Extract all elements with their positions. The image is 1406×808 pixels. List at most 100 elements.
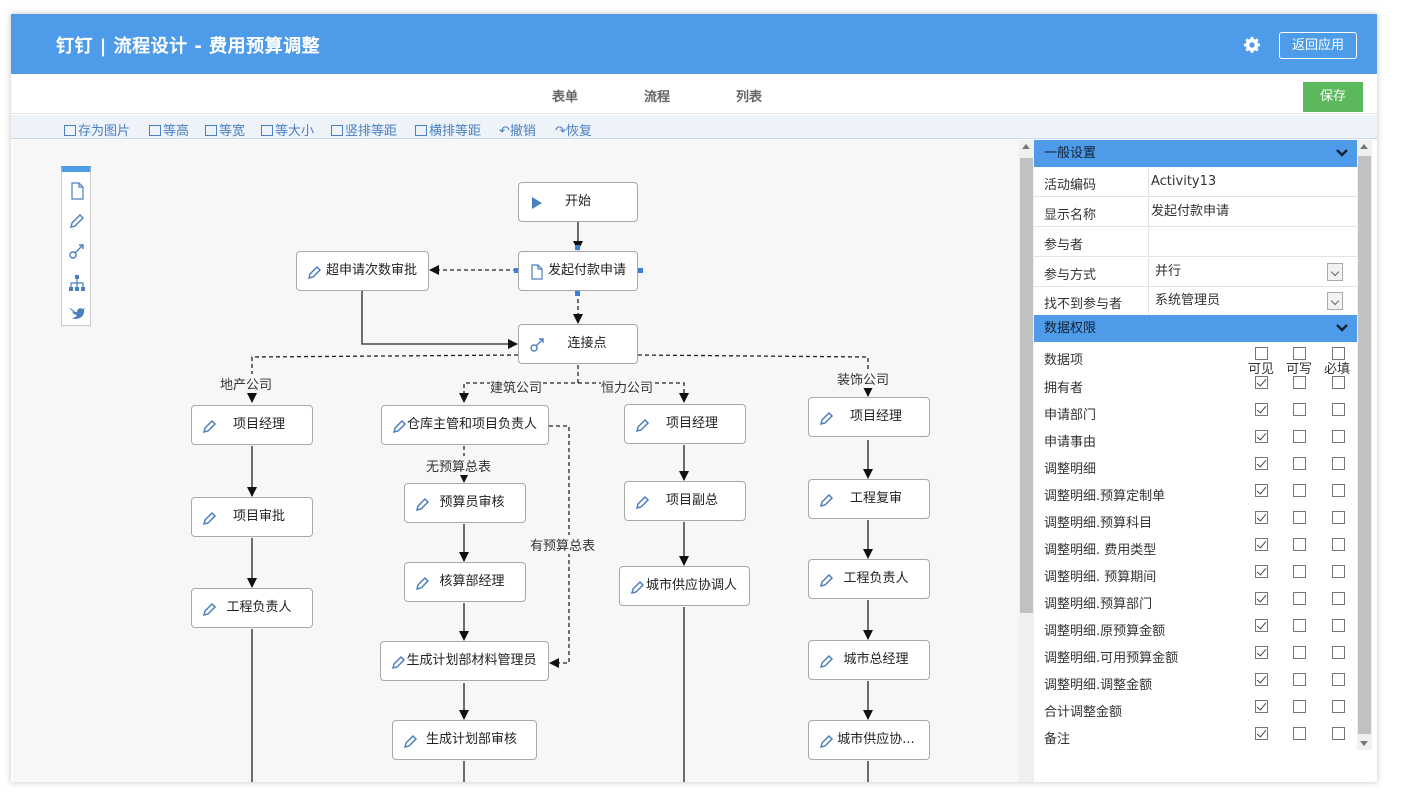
required-checkbox[interactable] — [1332, 430, 1345, 443]
writable-checkbox[interactable] — [1293, 592, 1306, 605]
visible-checkbox[interactable] — [1255, 646, 1268, 659]
flow-node-planning-review[interactable]: 生成计划部审核 — [392, 720, 537, 760]
writable-checkbox[interactable] — [1293, 484, 1306, 497]
writable-checkbox[interactable] — [1293, 727, 1306, 740]
visible-checkbox[interactable] — [1255, 565, 1268, 578]
undo-tool[interactable]: ↶撤销 — [499, 124, 536, 139]
visible-checkbox[interactable] — [1255, 673, 1268, 686]
visible-checkbox[interactable] — [1255, 457, 1268, 470]
save-button[interactable]: 保存 — [1303, 82, 1363, 112]
same-width-tool[interactable]: 等宽 — [205, 120, 245, 139]
document-icon[interactable] — [68, 182, 86, 200]
section-data-permissions-header[interactable]: 数据权限 — [1034, 315, 1357, 342]
scroll-up-icon[interactable] — [1022, 144, 1030, 149]
participant-field[interactable] — [1148, 228, 1357, 256]
select-all-write-checkbox[interactable] — [1293, 347, 1306, 360]
writable-checkbox[interactable] — [1293, 700, 1306, 713]
flow-node-project-vp[interactable]: 项目副总 — [624, 481, 746, 521]
activity-code-field[interactable]: Activity13 — [1148, 168, 1357, 196]
writable-checkbox[interactable] — [1293, 619, 1306, 632]
writable-checkbox[interactable] — [1293, 673, 1306, 686]
save-image-tool[interactable]: 存为图片 — [64, 120, 130, 139]
required-checkbox[interactable] — [1332, 727, 1345, 740]
panel-scrollbar[interactable] — [1357, 140, 1372, 750]
visible-checkbox[interactable] — [1255, 592, 1268, 605]
visible-checkbox[interactable] — [1255, 700, 1268, 713]
flow-node-budget-review[interactable]: 预算员审核 — [404, 483, 526, 523]
redo-tool[interactable]: ↷恢复 — [555, 124, 592, 139]
tab-form[interactable]: 表单 — [552, 90, 579, 105]
writable-checkbox[interactable] — [1293, 376, 1306, 389]
flow-node-project-manager-4[interactable]: 项目经理 — [808, 397, 930, 437]
display-name-field[interactable]: 发起付款申请 — [1148, 198, 1357, 226]
flow-node-planning-material-admin[interactable]: 生成计划部材料管理员 — [380, 641, 549, 681]
required-checkbox[interactable] — [1332, 673, 1345, 686]
dropdown-arrow-icon[interactable] — [1327, 292, 1343, 310]
gear-icon[interactable] — [1243, 36, 1261, 54]
flow-node-engineering-lead-1[interactable]: 工程负责人 — [191, 588, 313, 628]
canvas-scrollbar[interactable] — [1019, 140, 1034, 782]
required-checkbox[interactable] — [1332, 484, 1345, 497]
required-checkbox[interactable] — [1332, 376, 1345, 389]
connector-icon[interactable] — [68, 242, 86, 260]
tab-flow[interactable]: 流程 — [644, 90, 671, 105]
pencil-icon[interactable] — [68, 212, 86, 230]
select-all-required-checkbox[interactable] — [1332, 347, 1345, 360]
writable-checkbox[interactable] — [1293, 538, 1306, 551]
writable-checkbox[interactable] — [1293, 403, 1306, 416]
tab-list[interactable]: 列表 — [736, 90, 763, 105]
dropdown-arrow-icon[interactable] — [1327, 263, 1343, 281]
fallback-participant-select[interactable]: 系统管理员 — [1148, 287, 1357, 315]
visible-checkbox[interactable] — [1255, 484, 1268, 497]
visible-checkbox[interactable] — [1255, 430, 1268, 443]
flow-node-over-count[interactable]: 超申请次数审批 — [296, 251, 429, 291]
org-chart-icon[interactable] — [68, 274, 86, 292]
required-checkbox[interactable] — [1332, 700, 1345, 713]
visible-checkbox[interactable] — [1255, 727, 1268, 740]
visible-checkbox[interactable] — [1255, 403, 1268, 416]
flow-node-warehouse-supervisor[interactable]: 仓库主管和项目负责人 — [381, 405, 549, 445]
flow-node-engineering-lead-4[interactable]: 工程负责人 — [808, 559, 930, 599]
writable-checkbox[interactable] — [1293, 511, 1306, 524]
scroll-down-icon[interactable] — [1360, 741, 1368, 746]
section-general-header[interactable]: 一般设置 — [1034, 140, 1357, 167]
required-checkbox[interactable] — [1332, 646, 1345, 659]
visible-checkbox[interactable] — [1255, 511, 1268, 524]
flow-node-project-manager-1[interactable]: 项目经理 — [191, 405, 313, 445]
vertical-spacing-tool[interactable]: 竖排等距 — [331, 120, 397, 139]
required-checkbox[interactable] — [1332, 538, 1345, 551]
flow-node-start[interactable]: 开始 — [518, 182, 638, 222]
flow-canvas[interactable]: 开始 发起付款申请 超申请次数审批 连接点 地产公司 建筑公司 恒力公司 装饰公… — [13, 140, 1019, 782]
required-checkbox[interactable] — [1332, 619, 1345, 632]
visible-checkbox[interactable] — [1255, 538, 1268, 551]
flow-node-city-supply-coordinator[interactable]: 城市供应协调人 — [619, 566, 750, 606]
panel-scroll-thumb[interactable] — [1358, 156, 1371, 734]
flow-node-city-gm[interactable]: 城市总经理 — [808, 640, 930, 680]
scroll-up-icon[interactable] — [1360, 144, 1368, 149]
flow-node-junction[interactable]: 连接点 — [518, 324, 638, 364]
back-to-app-button[interactable]: 返回应用 — [1279, 32, 1357, 59]
required-checkbox[interactable] — [1332, 457, 1345, 470]
writable-checkbox[interactable] — [1293, 430, 1306, 443]
participation-mode-select[interactable]: 并行 — [1148, 258, 1357, 286]
required-checkbox[interactable] — [1332, 565, 1345, 578]
writable-checkbox[interactable] — [1293, 646, 1306, 659]
same-height-tool[interactable]: 等高 — [149, 120, 189, 139]
horizontal-spacing-tool[interactable]: 横排等距 — [415, 120, 481, 139]
visible-checkbox[interactable] — [1255, 376, 1268, 389]
writable-checkbox[interactable] — [1293, 457, 1306, 470]
visible-checkbox[interactable] — [1255, 619, 1268, 632]
flow-node-accounting-manager[interactable]: 核算部经理 — [404, 562, 526, 602]
flow-node-project-approval[interactable]: 项目审批 — [191, 497, 313, 537]
flow-node-project-manager-3[interactable]: 项目经理 — [624, 404, 746, 444]
required-checkbox[interactable] — [1332, 592, 1345, 605]
select-all-visible-checkbox[interactable] — [1255, 347, 1268, 360]
flow-node-engineering-review[interactable]: 工程复审 — [808, 479, 930, 519]
required-checkbox[interactable] — [1332, 511, 1345, 524]
same-size-tool[interactable]: 等大小 — [261, 120, 314, 139]
required-checkbox[interactable] — [1332, 403, 1345, 416]
writable-checkbox[interactable] — [1293, 565, 1306, 578]
flow-node-city-supply-truncated[interactable]: 城市供应协... — [808, 720, 930, 760]
canvas-scroll-thumb[interactable] — [1020, 158, 1033, 613]
flow-node-initiate-payment[interactable]: 发起付款申请 — [518, 251, 638, 291]
